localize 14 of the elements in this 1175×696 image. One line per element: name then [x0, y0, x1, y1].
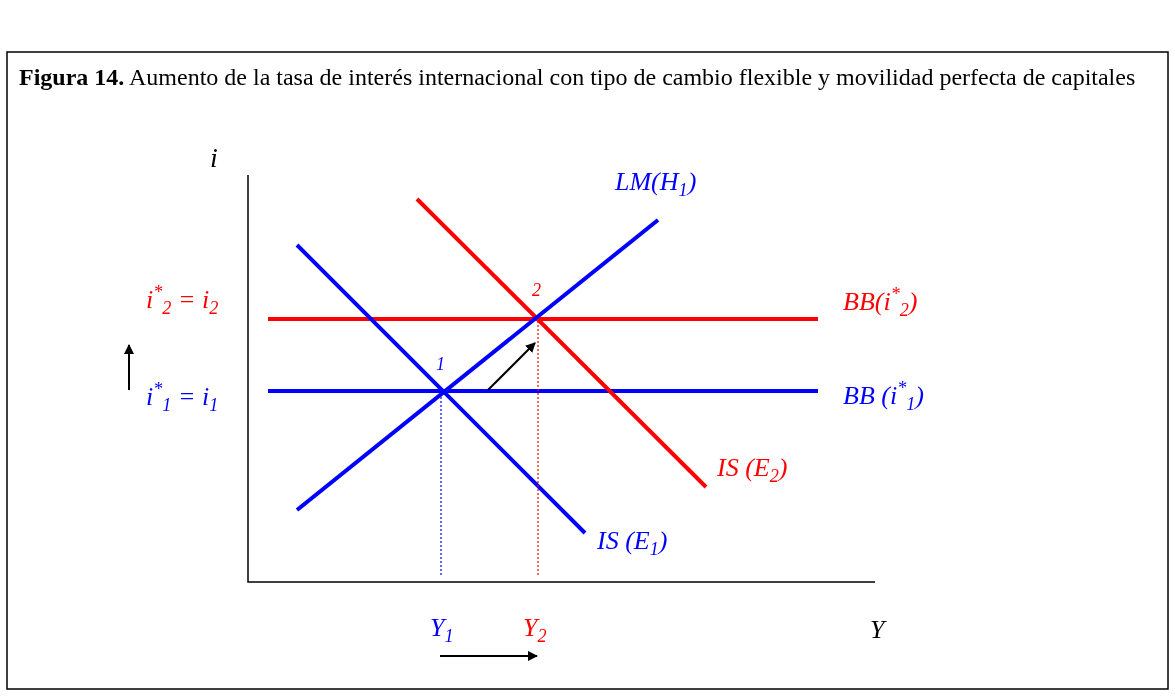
point-label: 2: [532, 281, 541, 299]
axis-value-label: Y$_{1}$: [430, 614, 454, 646]
axis-value-label: Y$_{2}$: [523, 614, 547, 646]
curve-label: BB (i$^{*}$$_{1}$): [843, 379, 924, 413]
curve-label: IS (E$_{1}$): [597, 527, 668, 559]
point-label: 1: [436, 355, 445, 373]
figure-title: Figura 14. Aumento de la tasa de interés internacional con tipo de cambio flexible y movilidad perfecta de capitales: [19, 63, 1137, 92]
axis-value-label: i$^{*}$$_{1}$ = i$_{1}$: [146, 380, 219, 414]
curve-label: IS (E$_{2}$): [717, 454, 788, 486]
axis-label: Y: [870, 617, 885, 643]
axis-label: i: [210, 144, 218, 172]
axis-value-label: i$^{*}$$_{2}$ = i$_{2}$: [146, 283, 219, 317]
curve-label: BB(i$^{*}$$_{2}$): [843, 285, 918, 319]
curve-label: LM(H$_{1}$): [615, 168, 697, 200]
